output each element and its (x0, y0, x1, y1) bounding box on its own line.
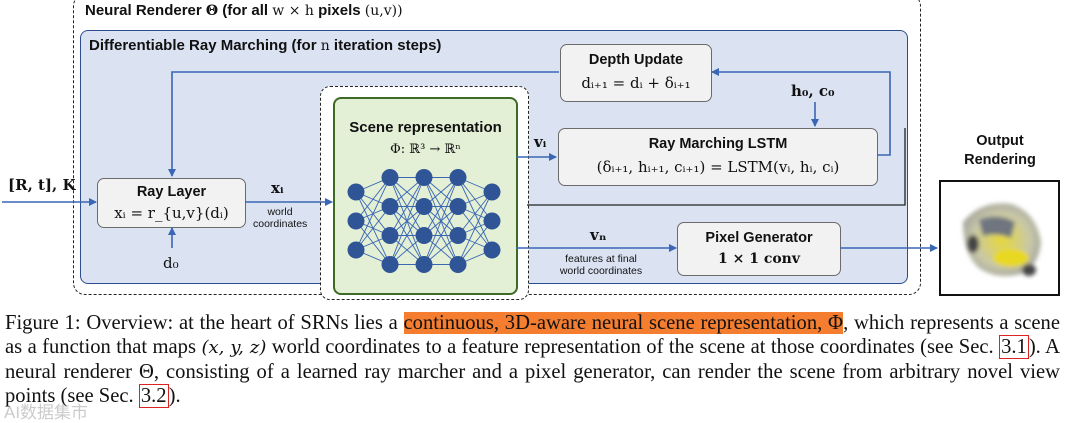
section-ref-3-1[interactable]: 3.1 (999, 335, 1029, 359)
section-ref-3-2[interactable]: 3.2 (138, 384, 169, 408)
network-node (483, 241, 501, 259)
loop-line (527, 128, 906, 206)
network-node (415, 198, 433, 215)
ray-layer-box: Ray Layer xᵢ = r_{u,v}(dᵢ) (97, 178, 246, 228)
vn-label: vₙ (590, 226, 607, 244)
pixel-generator-title: Pixel Generator (705, 230, 813, 246)
vi-label: vᵢ (534, 133, 547, 151)
lstm-equation: (δᵢ₊₁, hᵢ₊₁, cᵢ₊₁) = LSTM(vᵢ, hᵢ, cᵢ) (596, 158, 840, 176)
network-node (381, 198, 399, 215)
network-node (381, 256, 399, 273)
figure-caption: Figure 1: Overview: at the heart of SRNs… (5, 312, 1060, 408)
lstm-box: Ray Marching LSTM (δᵢ₊₁, hᵢ₊₁, cᵢ₊₁) = L… (558, 128, 878, 186)
lstm-title: Ray Marching LSTM (648, 136, 788, 152)
network-edge (423, 177, 459, 265)
network-graphic (347, 169, 501, 273)
network-node (449, 198, 467, 215)
network-node (483, 183, 501, 201)
network-node (347, 241, 365, 259)
depth-update-equation: dᵢ₊₁ = dᵢ + δᵢ₊₁ (581, 74, 691, 92)
pixel-generator-equation: 1 × 1 conv (717, 251, 800, 267)
depth-update-box: Depth Update dᵢ₊₁ = dᵢ + δᵢ₊₁ (560, 44, 712, 102)
ray-layer-equation: xᵢ = r_{u,v}(dᵢ) (114, 204, 229, 222)
network-edge (423, 177, 459, 236)
network-node (347, 183, 365, 201)
input-label: [R, t], K (8, 176, 76, 194)
network-edge (389, 206, 425, 265)
network-edge (457, 191, 493, 236)
network-edge (457, 191, 493, 265)
network-node (415, 256, 433, 273)
output-rendering-image (939, 180, 1060, 296)
network-edge (389, 177, 425, 236)
scene-representation-equation: Φ: ℝ³ → ℝⁿ (390, 142, 461, 157)
depth-update-title: Depth Update (588, 52, 684, 68)
d0-label: d₀ (163, 254, 179, 272)
caption-highlight: continuous, 3D-aware neural scene repres… (403, 312, 844, 334)
network-edge (389, 177, 425, 265)
depth-to-ray-arrow (168, 71, 559, 177)
network-node (381, 169, 399, 186)
watermark: AI数据集市 (4, 403, 89, 422)
pixel-generator-box: Pixel Generator 1 × 1 conv (677, 222, 841, 276)
car-render-icon (963, 203, 1041, 276)
network-edge (355, 177, 391, 222)
network-node (347, 212, 365, 230)
network-node (449, 256, 467, 273)
network-node (483, 212, 501, 230)
network-node (415, 227, 433, 244)
network-node (381, 227, 399, 244)
network-edge (355, 177, 391, 251)
network-edge (423, 206, 459, 265)
ray-layer-title: Ray Layer (136, 184, 207, 200)
network-edge (457, 220, 493, 265)
xi-label: xᵢ (271, 179, 284, 197)
network-node (449, 227, 467, 244)
scene-representation-title: Scene representation (349, 119, 502, 136)
lstm-to-depth-arrow (711, 68, 891, 156)
network-node (415, 169, 433, 186)
neural-renderer-title: Neural Renderer Θ (for all w × h pixels … (85, 2, 403, 19)
state-label: h₀, c₀ (791, 82, 835, 100)
ray-marching-title: Differentiable Ray Marching (for n itera… (89, 37, 442, 54)
diagram-connectors (2, 68, 938, 252)
network-node (449, 169, 467, 186)
network-edge (355, 206, 391, 251)
